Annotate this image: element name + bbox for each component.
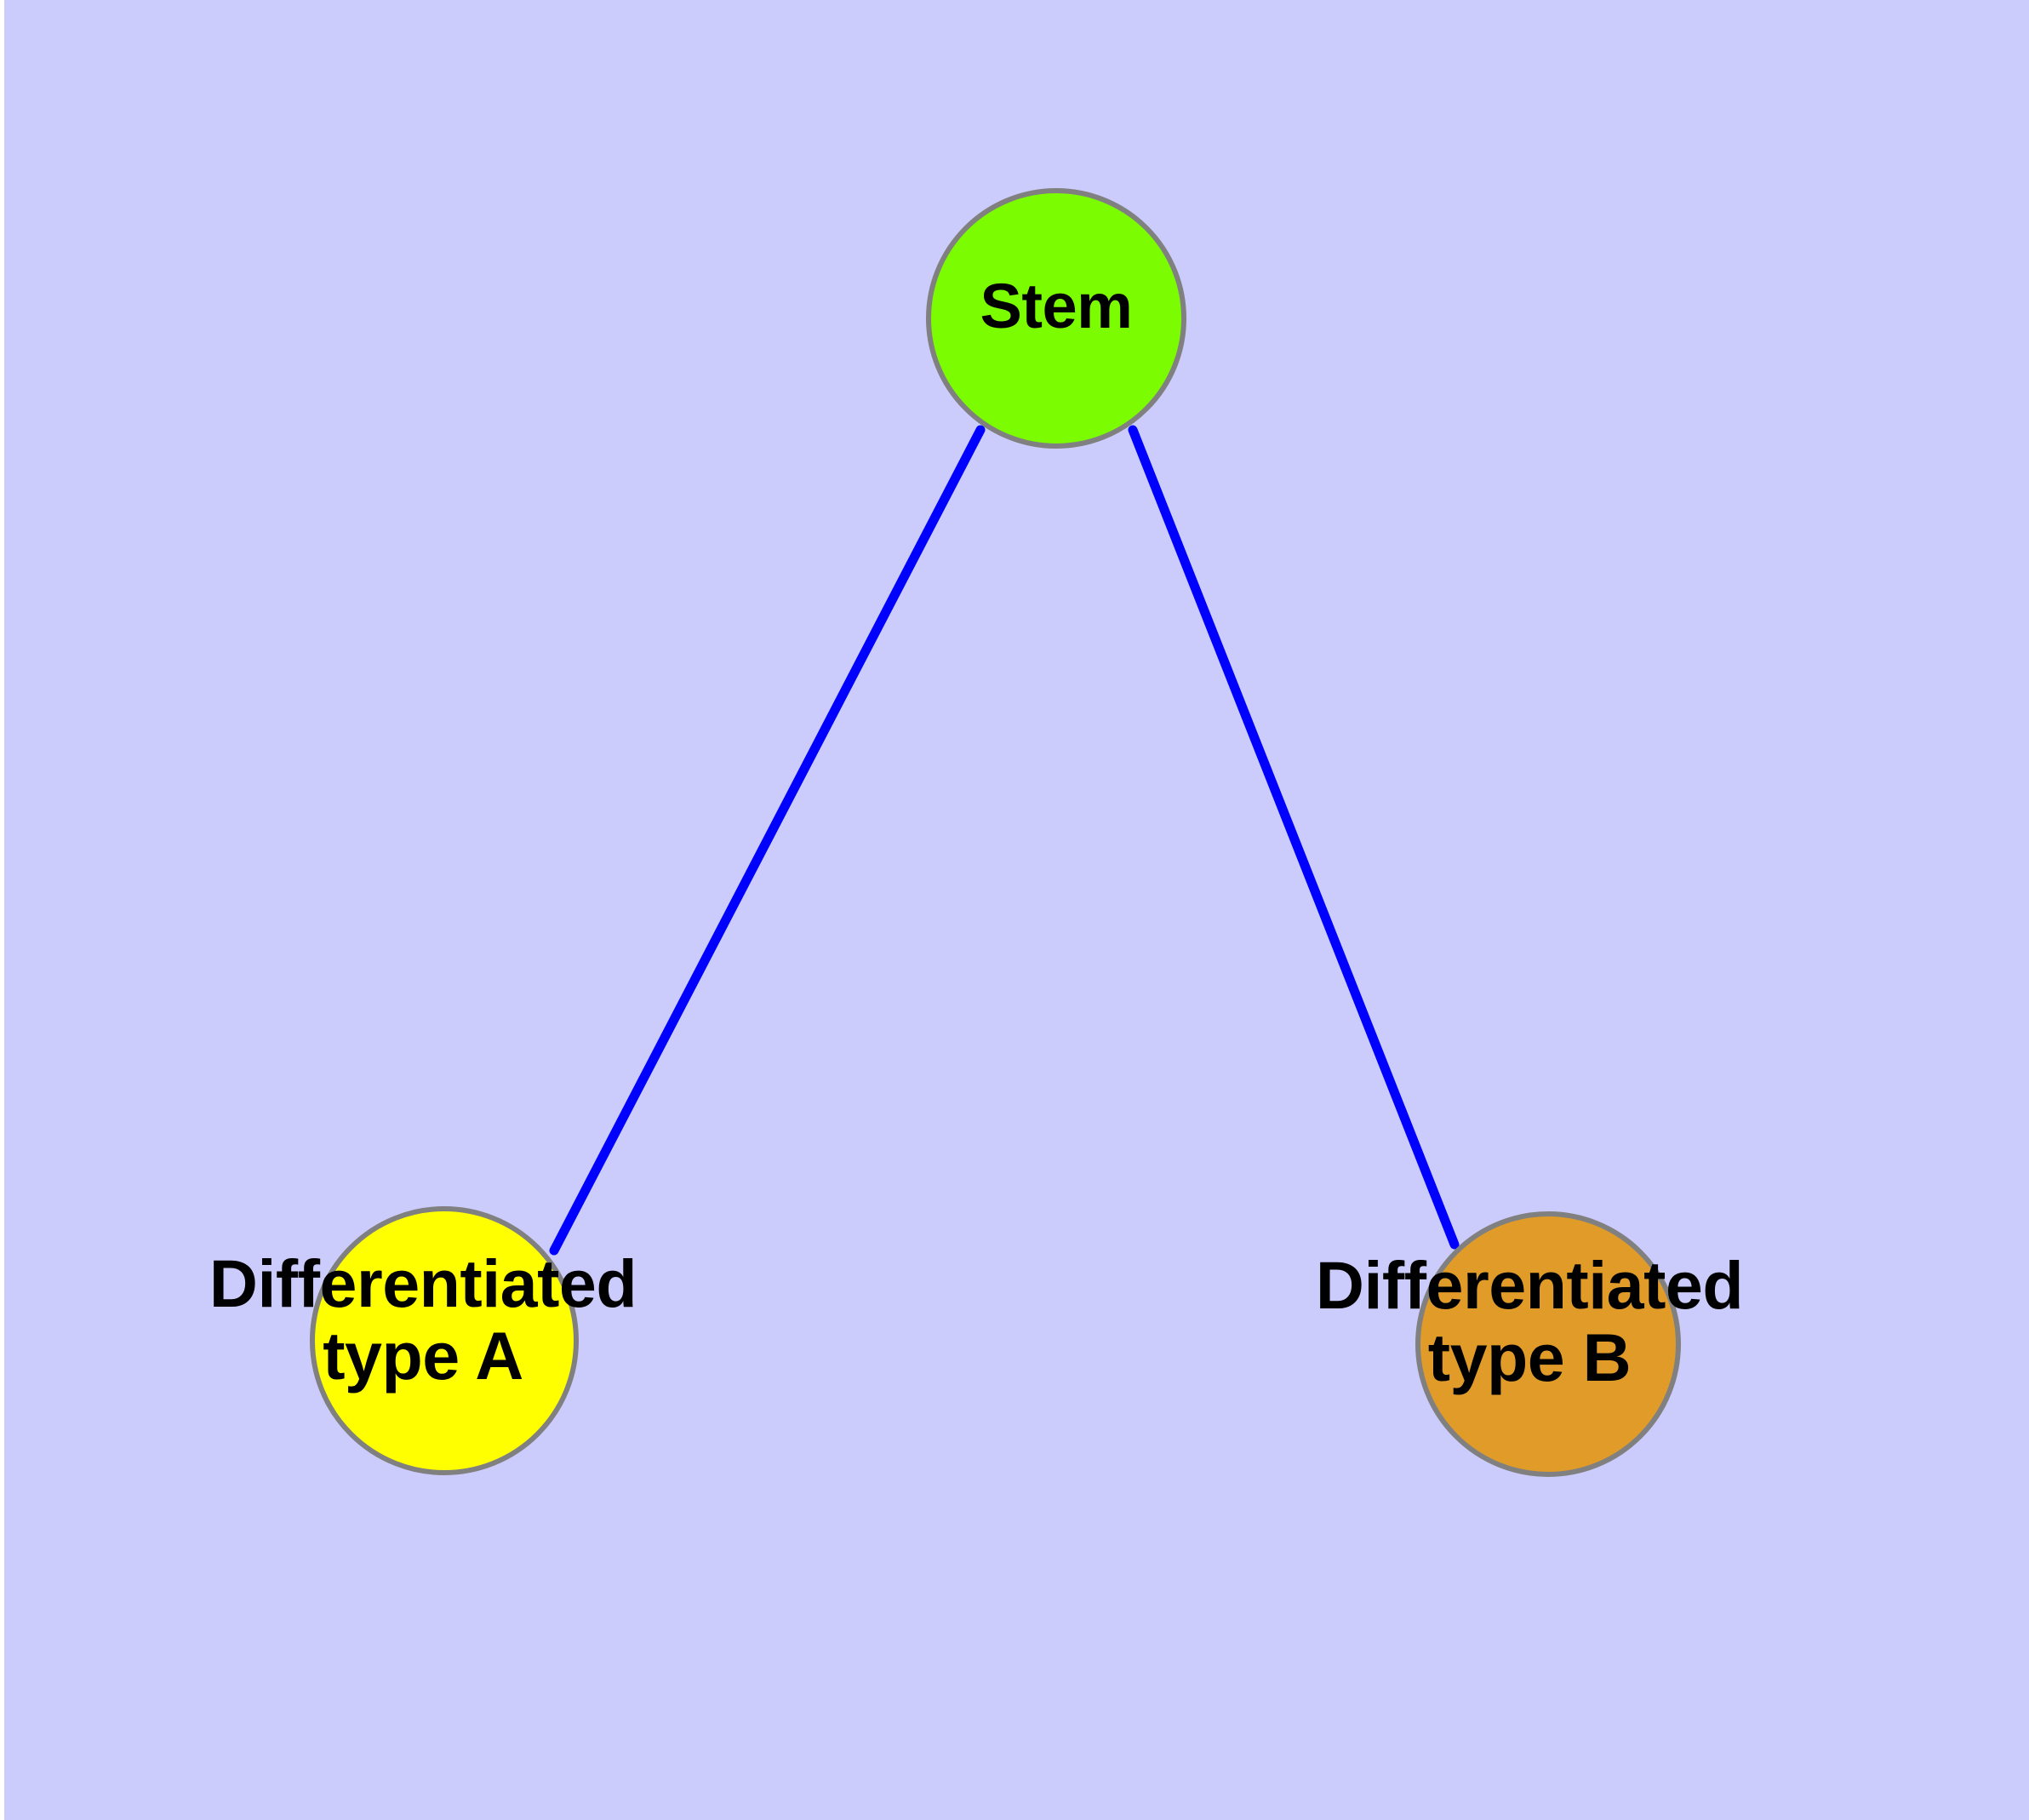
node-stem-label: Stem: [980, 271, 1133, 341]
node-differentiated-type-b-label: Differentiated type B: [1232, 1249, 1827, 1394]
node-stem[interactable]: [926, 188, 1186, 449]
node-b-label-line-2: type B: [1427, 1319, 1632, 1396]
node-differentiated-type-a-label: Differentiated type A: [125, 1247, 721, 1393]
node-differentiated-type-b[interactable]: [1415, 1211, 1681, 1477]
node-a-label-line-2: type A: [323, 1318, 523, 1394]
edge-stem-to-differentiated-a: [549, 425, 986, 1256]
node-differentiated-type-a[interactable]: [310, 1206, 579, 1475]
node-b-label-line-1: Differentiated: [1315, 1247, 1744, 1323]
edge-stem-to-differentiated-b: [1128, 425, 1460, 1250]
node-a-label-line-1: Differentiated: [209, 1245, 637, 1321]
